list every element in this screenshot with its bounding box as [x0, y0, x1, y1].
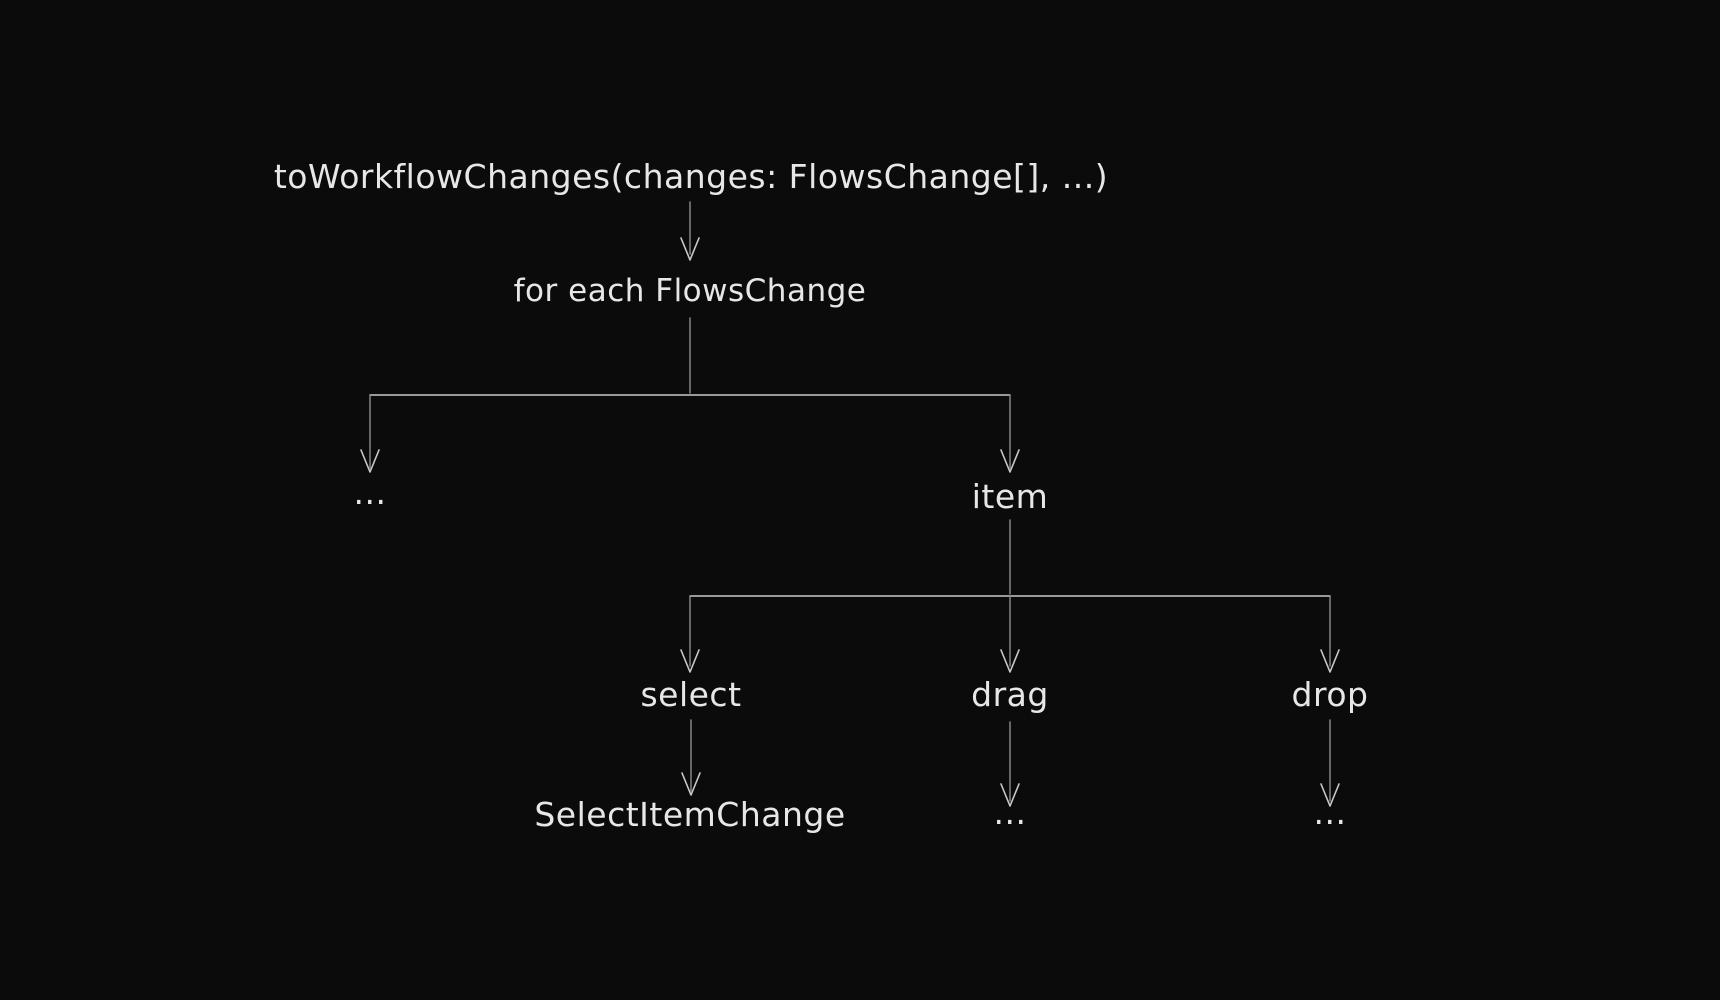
node-ellipsis-drop-result: ...: [1313, 793, 1347, 832]
arrowhead-to-select-result: [681, 772, 701, 796]
arrowhead-to-select: [680, 649, 700, 673]
arrowhead-to-drop: [1320, 649, 1340, 673]
node-drop: drop: [1291, 675, 1369, 714]
arrow-title-to-loop-head: [680, 237, 700, 261]
node-ellipsis-drag-result: ...: [993, 793, 1027, 832]
arrowhead-to-item: [1000, 449, 1020, 473]
node-select: select: [640, 675, 742, 714]
arrowhead-to-drag: [1000, 649, 1020, 673]
node-loop-label: for each FlowsChange: [513, 273, 867, 309]
node-function-title: toWorkflowChanges(changes: FlowsChange[]…: [273, 157, 1109, 196]
node-select-item-change: SelectItemChange: [534, 795, 846, 834]
arrowhead-to-drop-result: [1320, 783, 1340, 807]
arrowhead-to-ellipsis-left: [360, 449, 380, 473]
node-ellipsis-other: ...: [353, 473, 387, 512]
node-drag: drag: [971, 675, 1049, 714]
arrowhead-to-drag-result: [1000, 783, 1020, 807]
node-item: item: [971, 477, 1049, 516]
